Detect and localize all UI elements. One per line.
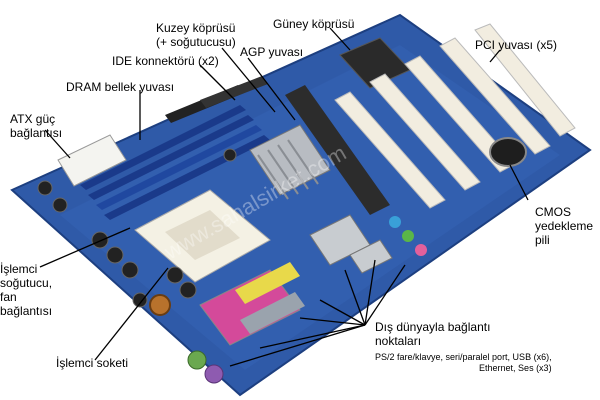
label-external-ports: Dış dünyayla bağlantı noktaları xyxy=(375,320,491,348)
agp-slot xyxy=(285,85,390,215)
label-cmos: CMOS yedekleme pili xyxy=(535,205,594,247)
atx-connector xyxy=(57,134,127,187)
label-pci: PCI yuvası (x5) xyxy=(475,38,558,52)
label-atx: ATX güç bağlantısı xyxy=(10,112,63,140)
back-panel-io xyxy=(187,214,427,384)
label-cpu-socket: İşlemci soketi xyxy=(56,356,129,370)
label-agp: AGP yuvası xyxy=(240,45,304,59)
label-south-bridge: Güney köprüsü xyxy=(273,17,355,31)
pci-slots xyxy=(334,23,576,209)
northbridge-heatsink xyxy=(249,124,331,200)
label-north-bridge: Kuzey köprüsü (+ soğutucusu) xyxy=(156,21,236,49)
cmos-battery xyxy=(489,137,527,167)
cpu-socket xyxy=(134,189,271,283)
label-external-ports-detail: PS/2 fare/klavye, seri/paralel port, USB… xyxy=(375,352,552,373)
pointer-lines xyxy=(39,27,529,367)
label-dram: DRAM bellek yuvası xyxy=(66,80,175,94)
label-cpu-fan: İşlemci soğutucu, fan bağlantısı xyxy=(0,262,53,318)
capacitors xyxy=(37,148,237,308)
inductor-coil xyxy=(149,294,171,316)
label-ide: IDE konnektörü (x2) xyxy=(112,54,219,68)
